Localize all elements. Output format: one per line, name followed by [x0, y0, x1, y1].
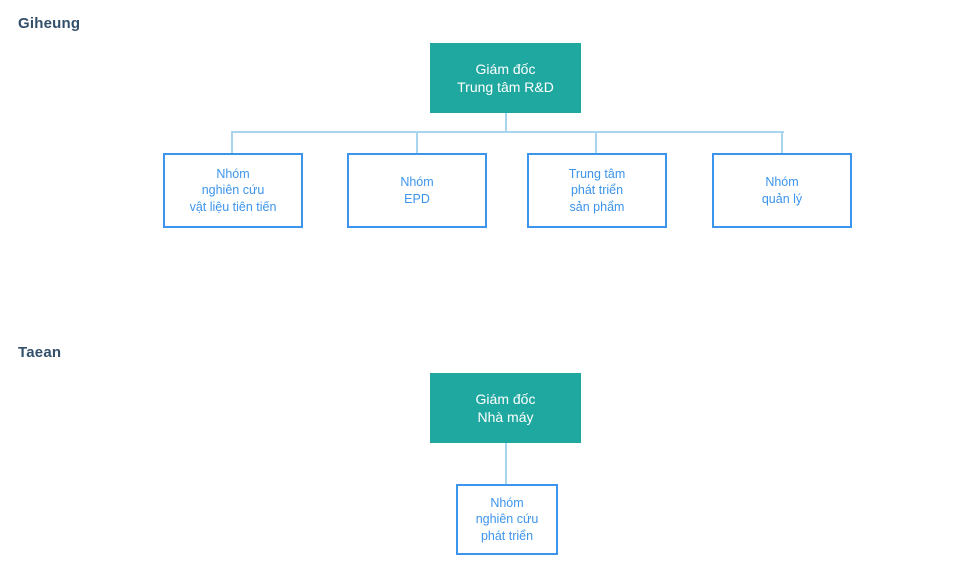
section-label-taean: Taean: [18, 344, 62, 361]
node-epd-team[interactable]: Nhóm EPD: [347, 153, 487, 228]
connector-drop-management: [781, 131, 783, 153]
node-epd-team-line1: Nhóm: [400, 175, 434, 189]
connector-drop-advanced-materials: [231, 131, 233, 153]
node-product-development-center-line2: phát triển: [570, 183, 624, 198]
connector-rd-stem: [505, 113, 507, 131]
node-rnd-team-line2: nghiên cứu: [475, 512, 539, 527]
node-management-team-line1: Nhóm: [765, 175, 799, 189]
node-plant-director-line1: Giám đốc: [475, 390, 536, 407]
node-rd-director[interactable]: Giám đốc Trung tâm R&D: [430, 43, 581, 113]
node-management-team[interactable]: Nhóm quản lý: [712, 153, 852, 228]
section-label-giheung: Giheung: [18, 15, 81, 32]
node-rd-director-line1: Giám đốc: [475, 60, 536, 77]
node-rnd-team[interactable]: Nhóm nghiên cứu phát triển: [456, 484, 558, 555]
node-product-development-center[interactable]: Trung tâm phát triển sản phẩm: [527, 153, 667, 228]
node-advanced-materials-team-line3: vật liệu tiên tiến: [189, 199, 277, 214]
connector-drop-epd: [416, 131, 418, 153]
connector-plant-stem: [505, 443, 507, 484]
node-plant-director-line2: Nhà máy: [477, 409, 534, 425]
node-product-development-center-line3: sản phẩm: [569, 199, 625, 214]
node-advanced-materials-team-line1: Nhóm: [216, 166, 250, 181]
node-advanced-materials-team-line2: nghiên cứu: [201, 183, 265, 198]
node-rnd-team-line1: Nhóm: [490, 495, 524, 510]
node-product-development-center-line1: Trung tâm: [568, 166, 626, 181]
node-epd-team-line2: EPD: [404, 191, 430, 206]
node-management-team-line2: quản lý: [761, 191, 803, 206]
node-rd-director-line2: Trung tâm R&D: [457, 79, 554, 95]
connector-rd-bus: [232, 131, 784, 133]
node-advanced-materials-team[interactable]: Nhóm nghiên cứu vật liệu tiên tiến: [163, 153, 303, 228]
node-rnd-team-line3: phát triển: [480, 528, 534, 543]
node-plant-director[interactable]: Giám đốc Nhà máy: [430, 373, 581, 443]
connector-drop-product-development: [595, 131, 597, 153]
